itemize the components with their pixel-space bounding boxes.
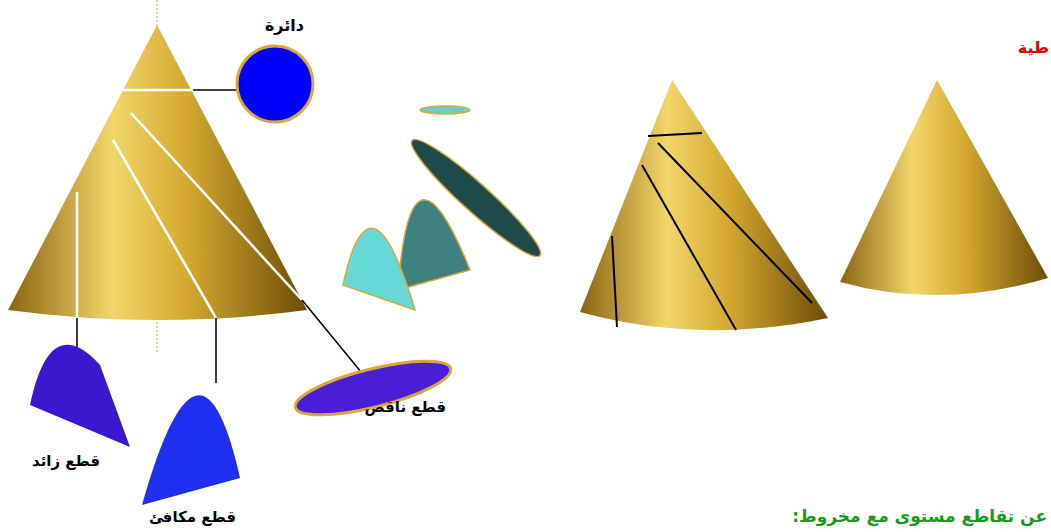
hyperbola-section [30, 345, 130, 447]
section-name: قطع ناقص [365, 398, 446, 416]
parabola-section [398, 200, 470, 290]
leader-line [302, 300, 366, 378]
leader-line [215, 318, 217, 383]
section-line [122, 89, 193, 92]
section-line [131, 113, 302, 300]
ellipse-section [291, 350, 455, 426]
section-name: دائرة [265, 16, 304, 35]
section-line [658, 143, 812, 303]
leader-line [76, 318, 78, 350]
cone [840, 80, 1048, 295]
heading-fragment: طية [1018, 38, 1049, 57]
leader-line [193, 89, 237, 91]
section-line [113, 140, 216, 318]
circle-section [237, 46, 313, 122]
parabola-section [142, 395, 240, 505]
circle-section [420, 106, 470, 114]
section-line [76, 192, 79, 318]
section-name: قطع مكافئ [149, 508, 236, 526]
section-name: قطع زائد [32, 452, 100, 470]
section-line [648, 133, 702, 136]
axis-line [157, 0, 158, 28]
cone [580, 80, 828, 330]
heading-text: عن تقاطع مستوى مع مخروط: [792, 506, 1047, 526]
section-line [642, 165, 736, 330]
hyperbola-section [343, 228, 415, 310]
section-line [612, 236, 617, 327]
axis-line [157, 318, 158, 352]
